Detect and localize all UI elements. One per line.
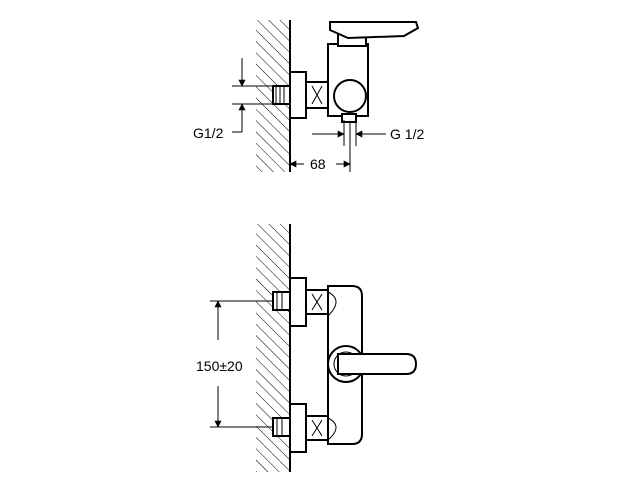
side-view <box>256 20 420 172</box>
outlet-nut <box>341 113 357 123</box>
label-inlet-thread-left: G1/2 <box>193 125 224 141</box>
shower-connector-circle <box>333 79 367 113</box>
lever-side <box>329 21 420 40</box>
escutcheon-upper <box>289 277 307 327</box>
escutcheon-top <box>289 71 307 119</box>
dimensions-bottom: 150±20 <box>196 300 274 428</box>
lever-front <box>337 353 418 375</box>
dimensions-top: G1/2 G 1/2 68 <box>193 58 424 172</box>
label-center-distance: 150±20 <box>196 358 243 374</box>
label-wall-offset: 68 <box>310 156 326 172</box>
escutcheon-lower <box>289 403 307 453</box>
label-inlet-thread-right: G 1/2 <box>390 126 424 142</box>
front-view <box>256 224 418 472</box>
